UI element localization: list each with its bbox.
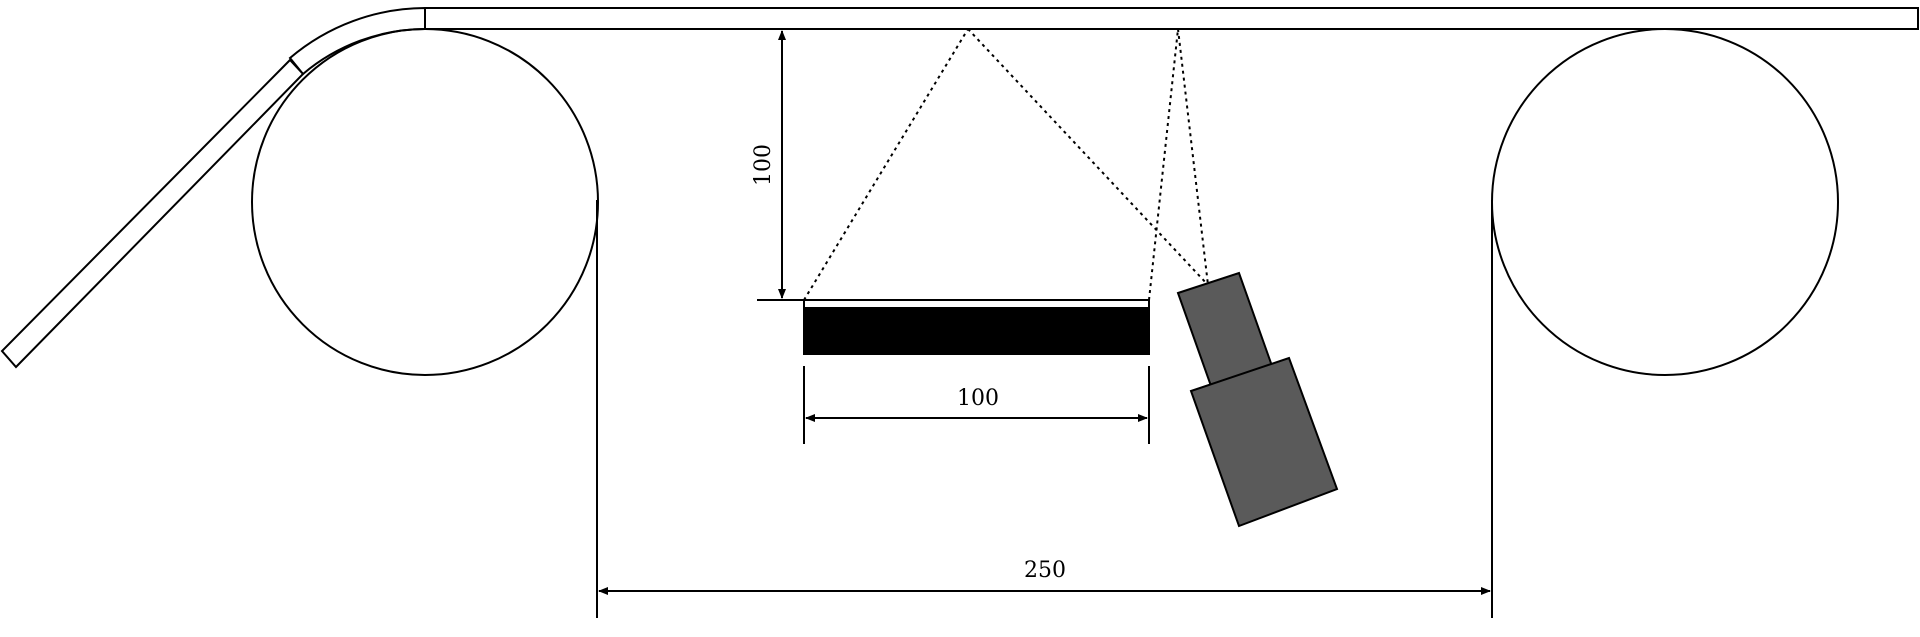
ray-camera-view [1177, 28, 1209, 286]
belt-wrap-curve [288, 6, 426, 76]
ray-reflect-to-camera [967, 28, 1209, 286]
belt-top [424, 7, 1919, 30]
ray-plate-right [1148, 28, 1179, 301]
ray-plate-left [803, 28, 969, 301]
camera-body [1189, 356, 1339, 528]
vertical-gap-label: 100 [751, 144, 776, 186]
roller-spacing-label: 250 [1024, 558, 1066, 583]
left-roller [251, 28, 599, 376]
belt-incline [0, 58, 305, 369]
right-roller [1491, 28, 1839, 376]
plate-top-layer [803, 299, 1150, 309]
plate-width-label: 100 [957, 386, 999, 411]
plate [803, 307, 1150, 355]
light-rays [803, 28, 1209, 301]
